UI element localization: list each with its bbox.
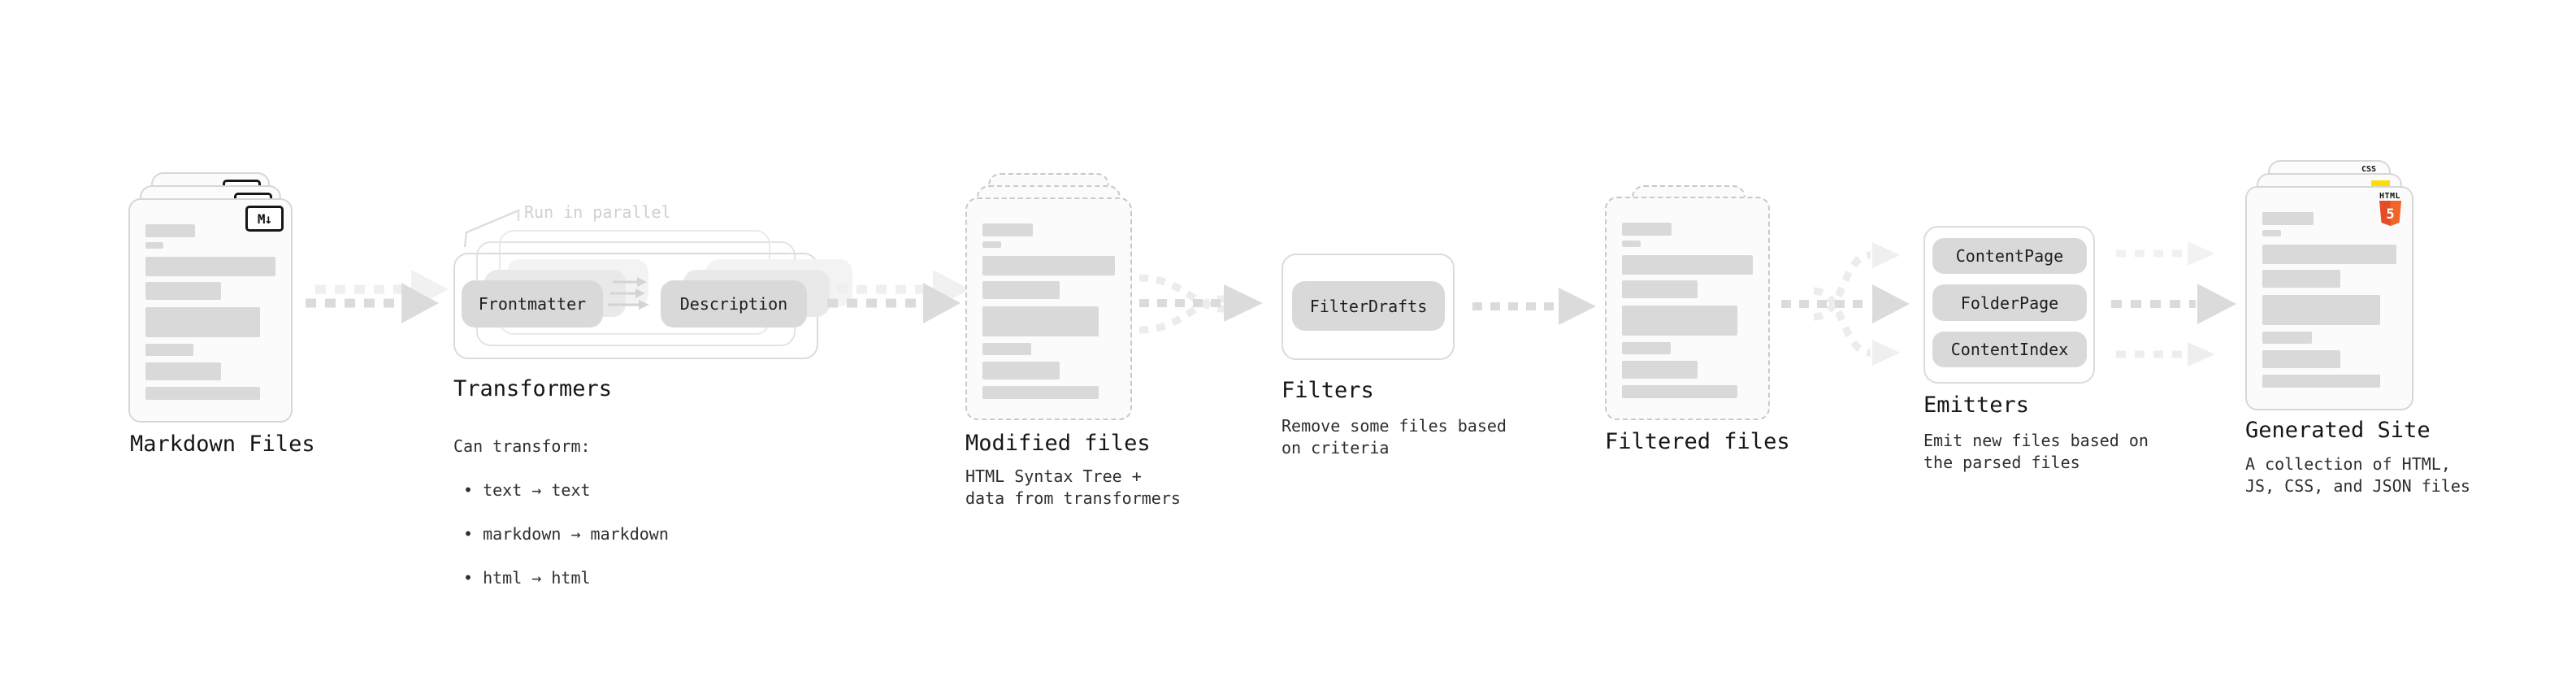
run-in-parallel-label: Run in parallel: [524, 202, 671, 222]
arrow-markdown-to-transformers-icon: [306, 270, 449, 323]
transform-bullet: • text → text: [463, 480, 591, 500]
arrow-modified-to-filters-icon: [1138, 274, 1263, 334]
filters-description: Remove some files based on criteria: [1281, 416, 1507, 458]
contentpage-pill: ContentPage: [1932, 238, 2087, 274]
doc-content-placeholder: [1622, 223, 1753, 398]
doc-content-placeholder: [982, 223, 1115, 399]
arrow-transformers-to-modified-icon: [827, 270, 970, 323]
transform-flow-arrows-icon: [608, 277, 649, 310]
generated-doc-html: HTML 5: [2245, 186, 2413, 410]
run-in-parallel-leader-line: [463, 209, 520, 248]
svg-text:5: 5: [2386, 206, 2394, 223]
js-icon: [2371, 180, 2390, 189]
filters-box: [1281, 254, 1455, 360]
can-transform-heading: Can transform:: [453, 436, 591, 456]
html5-icon: HTML 5: [2376, 192, 2404, 226]
filtered-files-title: Filtered files: [1605, 429, 1790, 454]
modified-files-description: HTML Syntax Tree + data from transformer…: [965, 466, 1181, 508]
filters-title: Filters: [1281, 378, 1374, 403]
markdown-doc-front: M↓: [128, 198, 293, 423]
markdown-files-title: Markdown Files: [130, 432, 315, 457]
emitters-description: Emit new files based on the parsed files: [1923, 431, 2149, 472]
arrow-filters-to-filtered-icon: [1472, 288, 1596, 325]
transform-bullet: • html → html: [463, 568, 591, 588]
contentindex-pill: ContentIndex: [1932, 332, 2087, 367]
arrow-filtered-to-emitters-icon: [1781, 242, 1910, 366]
generated-site-description: A collection of HTML, JS, CSS, and JSON …: [2245, 454, 2470, 496]
transformers-title: Transformers: [453, 376, 613, 401]
frontmatter-pill: Frontmatter: [462, 280, 603, 327]
folderpage-pill: FolderPage: [1932, 284, 2087, 321]
emitters-title: Emitters: [1923, 393, 2030, 418]
emitters-box: [1923, 226, 2095, 384]
modified-doc-front: [965, 197, 1132, 420]
filtered-doc-front: [1605, 197, 1770, 420]
modified-files-title: Modified files: [965, 431, 1151, 456]
generated-site-title: Generated Site: [2245, 418, 2431, 443]
html5-shield: 5: [2379, 201, 2401, 226]
arrow-emitters-to-generated-icon: [2111, 241, 2236, 367]
transform-bullet: • markdown → markdown: [463, 524, 669, 544]
filterdrafts-pill: FilterDrafts: [1292, 281, 1445, 331]
html-label: HTML: [2379, 192, 2401, 201]
transformers-description: Can transform: • text → text • markdown …: [453, 414, 669, 611]
doc-content-placeholder: [2262, 212, 2396, 388]
markdown-badge-icon: M↓: [245, 206, 284, 232]
description-pill: Description: [661, 280, 807, 327]
css-label: CSS: [2361, 165, 2377, 174]
doc-content-placeholder: [145, 224, 275, 400]
